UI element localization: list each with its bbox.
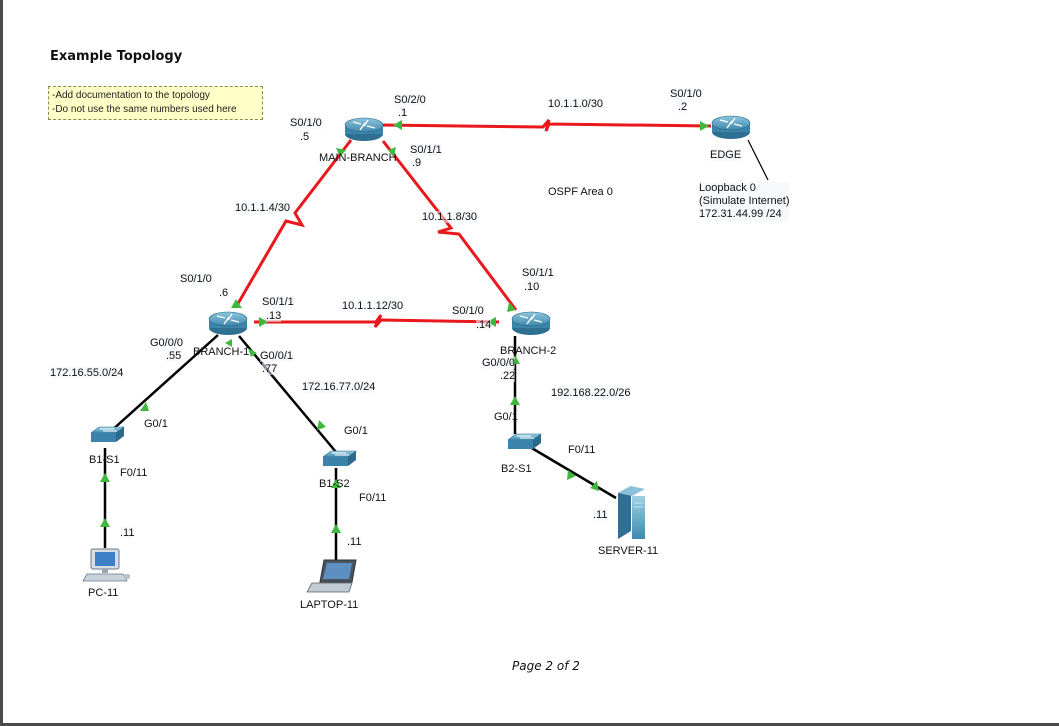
interface-ip-label: .55 — [166, 350, 182, 362]
pc-icon[interactable] — [82, 548, 130, 582]
link-up-indicator — [317, 420, 326, 430]
interface-label: G0/0/0 — [150, 337, 184, 349]
interface-label: S0/1/1 — [522, 267, 554, 279]
laptop-icon[interactable] — [306, 559, 357, 593]
interface-label: G0/0/1 — [260, 350, 294, 362]
interface-label: F0/11 — [359, 492, 387, 504]
interface-label: F0/11 — [568, 444, 596, 456]
page-number: Page 2 of 2 — [512, 659, 580, 673]
ospf-area-label: OSPF Area 0 — [548, 186, 613, 198]
interface-ip-label: .5 — [300, 131, 310, 143]
interface-label: G0/1 — [144, 418, 168, 430]
network-label: 192.168.22.0/26 — [551, 387, 631, 399]
link-up-indicator — [590, 481, 599, 491]
device-label-b1s1: B1-S1 — [89, 454, 120, 466]
host-ip-label: .11 — [120, 527, 135, 539]
link-up-indicator — [225, 339, 232, 347]
host-ip-label: .11 — [593, 509, 608, 521]
serial-link-branch1-branch2 — [254, 314, 500, 328]
switch-icon[interactable] — [507, 433, 542, 450]
link-up-indicator — [700, 121, 709, 131]
host-ip-label: .11 — [347, 536, 362, 548]
interface-label: S0/1/0 — [452, 305, 484, 317]
serial-link-main-edge — [376, 119, 712, 132]
interface-label: F0/11 — [120, 467, 148, 479]
serial-link-main-branch1 — [234, 139, 353, 308]
interface-ip-label: .2 — [678, 101, 688, 113]
interface-ip-label: .1 — [398, 107, 408, 119]
interface-ip-label: .9 — [412, 157, 422, 169]
diagram-title: Example Topology — [50, 49, 183, 64]
documentation-note: -Add documentation to the topology -Do n… — [48, 86, 263, 120]
link-up-indicator — [507, 302, 516, 312]
interface-label: G0/0/0 — [482, 357, 516, 369]
link-up-indicator — [487, 317, 496, 327]
document-page: Example Topology -Add documentation to t… — [3, 0, 1059, 723]
note-line: -Add documentation to the topology — [52, 90, 210, 101]
network-label: 10.1.1.8/30 — [422, 211, 478, 223]
link-up-indicator — [100, 518, 110, 527]
loopback-line: 172.31.44.99 /24 — [699, 208, 782, 220]
link-up-indicator — [331, 524, 341, 533]
network-label: 10.1.1.4/30 — [235, 202, 291, 214]
interface-label: G0/1 — [344, 425, 368, 437]
interface-label: S0/1/0 — [180, 273, 212, 285]
serial-link-main-branch2 — [381, 140, 518, 311]
router-icon[interactable] — [208, 311, 248, 336]
link-up-indicator — [331, 479, 341, 488]
link-up-indicator — [100, 473, 110, 482]
device-label-main-branch: MAIN-BRANCH — [319, 152, 397, 164]
device-label-b2s1: B2-S1 — [501, 463, 532, 475]
interface-ip-label: .10 — [524, 281, 540, 293]
router-icon[interactable] — [711, 115, 751, 140]
interface-ip-label: .6 — [219, 287, 229, 299]
loopback-line: Loopback 0 — [699, 182, 756, 194]
device-label-branch2: BRANCH-2 — [500, 345, 557, 357]
loopback-line: (Simulate Internet) — [699, 195, 790, 207]
link-up-indicator — [140, 402, 149, 411]
link-up-indicator — [248, 348, 257, 357]
network-label: 172.16.55.0/24 — [50, 367, 124, 379]
eth-link-b2s1-server — [529, 445, 617, 500]
interface-label: S0/2/0 — [394, 94, 426, 106]
interface-label: S0/1/0 — [670, 88, 702, 100]
link-up-indicator — [336, 148, 346, 157]
link-up-indicator — [510, 396, 520, 405]
router-icon[interactable] — [344, 117, 384, 142]
topology-diagram — [82, 115, 769, 593]
interface-label: S0/1/1 — [410, 144, 442, 156]
router-icon[interactable] — [511, 311, 551, 336]
link-up-indicator — [567, 470, 576, 480]
switch-icon[interactable] — [90, 426, 125, 443]
note-line: -Do not use the same numbers used here — [52, 104, 237, 115]
interface-label: S0/1/0 — [290, 117, 322, 129]
loopback-leader-line — [747, 139, 769, 181]
network-label: 10.1.1.0/30 — [548, 98, 604, 110]
interface-ip-label: .13 — [266, 310, 282, 322]
eth-link-branch1-b1s2 — [238, 335, 337, 453]
interface-label: S0/1/1 — [262, 296, 294, 308]
server-icon[interactable] — [618, 486, 645, 539]
interface-ip-label: .77 — [262, 363, 278, 375]
device-label-pc: PC-11 — [88, 587, 119, 599]
device-label-laptop: LAPTOP-11 — [300, 599, 359, 611]
device-label-edge: EDGE — [710, 149, 742, 161]
device-label-branch1: BRANCH-1 — [193, 346, 250, 358]
interface-ip-label: .22 — [500, 370, 516, 382]
eth-link-branch1-b1s1 — [110, 334, 219, 432]
network-label: 10.1.1.12/30 — [342, 300, 404, 312]
loopback-label: Loopback 0 (Simulate Internet) 172.31.44… — [699, 182, 790, 221]
network-label: 172.16.77.0/24 — [302, 381, 376, 393]
interface-ip-label: .14 — [476, 319, 492, 331]
device-label-server: SERVER-11 — [598, 545, 659, 557]
link-up-indicator — [259, 317, 268, 327]
interface-label: G0/1 — [494, 411, 518, 423]
link-up-indicator — [393, 120, 402, 130]
switch-icon[interactable] — [322, 450, 357, 467]
device-label-b1s2: B1-S2 — [319, 478, 350, 490]
link-up-indicator — [388, 147, 396, 157]
link-up-indicator — [231, 299, 242, 308]
